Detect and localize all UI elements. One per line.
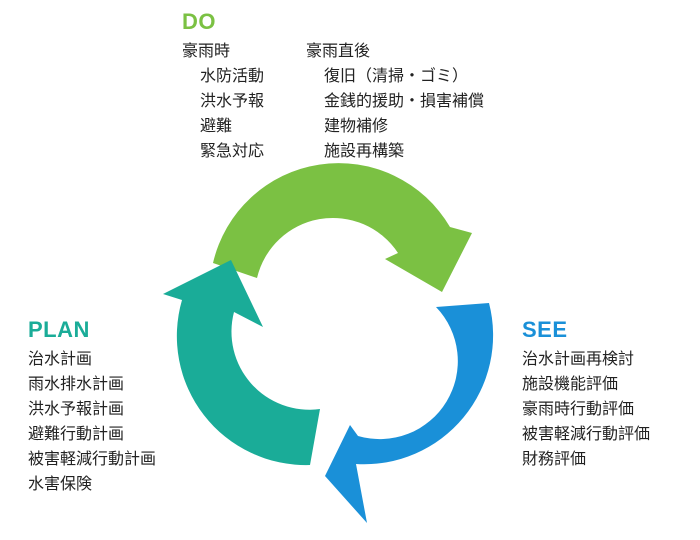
see-item: 治水計画再検討 xyxy=(522,349,635,368)
plan-item: 雨水排水計画 xyxy=(28,374,125,393)
see-item: 被害軽減行動評価 xyxy=(522,424,651,443)
do-right-item: 復旧（清掃・ゴミ） xyxy=(324,66,469,85)
do-heading: DO xyxy=(182,9,216,34)
do-left-title: 豪雨時 xyxy=(182,41,231,60)
do-right-item: 建物補修 xyxy=(324,116,389,135)
do-left-item: 緊急対応 xyxy=(200,141,265,160)
plan-item: 洪水予報計画 xyxy=(28,399,125,418)
plan-item: 被害軽減行動計画 xyxy=(28,449,157,468)
see-section: SEE 治水計画再検討 施設機能評価 豪雨時行動評価 被害軽減行動評価 財務評価 xyxy=(522,318,650,471)
do-right-column: 豪雨直後 復旧（清掃・ゴミ） 金銭的援助・損害補償 建物補修 施設再構築 xyxy=(306,38,484,163)
plan-item: 水害保険 xyxy=(28,474,93,493)
see-item: 施設機能評価 xyxy=(522,374,619,393)
do-section: DO 豪雨時 水防活動 洪水予報 避難 緊急対応 豪雨直後 復旧（清掃・ゴミ） … xyxy=(182,10,484,163)
do-right-item: 施設再構築 xyxy=(324,141,405,160)
plan-item: 避難行動計画 xyxy=(28,424,125,443)
plan-item: 治水計画 xyxy=(28,349,93,368)
plan-section: PLAN 治水計画 雨水排水計画 洪水予報計画 避難行動計画 被害軽減行動計画 … xyxy=(28,318,156,496)
do-arrow xyxy=(213,163,472,292)
do-right-item: 金銭的援助・損害補償 xyxy=(324,91,485,110)
do-left-item: 洪水予報 xyxy=(200,91,265,110)
see-item: 豪雨時行動評価 xyxy=(522,399,635,418)
do-right-title: 豪雨直後 xyxy=(306,41,371,60)
do-left-item: 水防活動 xyxy=(200,66,265,85)
see-heading: SEE xyxy=(522,317,568,342)
plan-arrow xyxy=(163,260,320,466)
plan-heading: PLAN xyxy=(28,317,90,342)
do-left-item: 避難 xyxy=(200,116,233,135)
do-left-column: 豪雨時 水防活動 洪水予報 避難 緊急対応 xyxy=(182,38,264,163)
see-item: 財務評価 xyxy=(522,449,587,468)
see-arrow xyxy=(325,303,494,523)
